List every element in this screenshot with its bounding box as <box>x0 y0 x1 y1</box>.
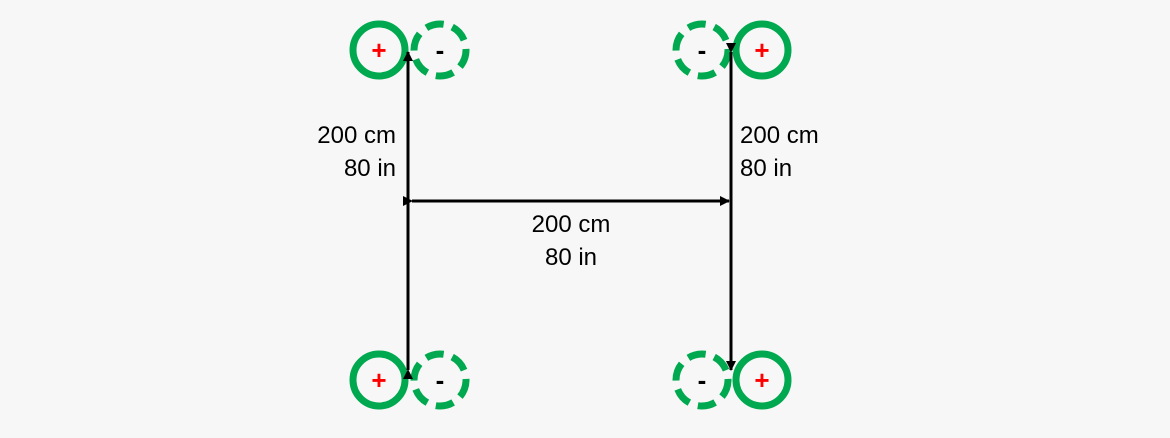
positive-terminal-solid-circle <box>349 20 409 80</box>
negative-terminal-dashed-circle <box>672 350 732 410</box>
horizontal-dimension-imperial: 80 in <box>545 244 597 271</box>
right-dimension-imperial: 80 in <box>740 155 792 182</box>
positive-terminal-solid-circle <box>349 350 409 410</box>
terminal-pair-bottom-right: - + <box>672 350 792 410</box>
negative-symbol: - <box>436 35 445 65</box>
negative-symbol: - <box>436 365 445 395</box>
positive-symbol: + <box>754 35 769 65</box>
positive-terminal-solid-circle <box>732 20 792 80</box>
negative-symbol: - <box>698 35 707 65</box>
terminal-pair-bottom-left: + - <box>349 350 470 410</box>
positive-terminal-solid-circle <box>732 350 792 410</box>
positive-symbol: + <box>371 365 386 395</box>
negative-terminal-dashed-circle <box>410 350 470 410</box>
terminal-pair-top-left: + - <box>349 20 470 80</box>
right-dimension-metric: 200 cm <box>740 122 819 149</box>
positive-symbol: + <box>754 365 769 395</box>
left-dimension-metric: 200 cm <box>317 122 396 149</box>
positive-symbol: + <box>371 35 386 65</box>
horizontal-dimension-metric: 200 cm <box>532 211 611 238</box>
negative-symbol: - <box>698 365 707 395</box>
left-dimension-imperial: 80 in <box>344 155 396 182</box>
negative-terminal-dashed-circle <box>410 20 470 80</box>
